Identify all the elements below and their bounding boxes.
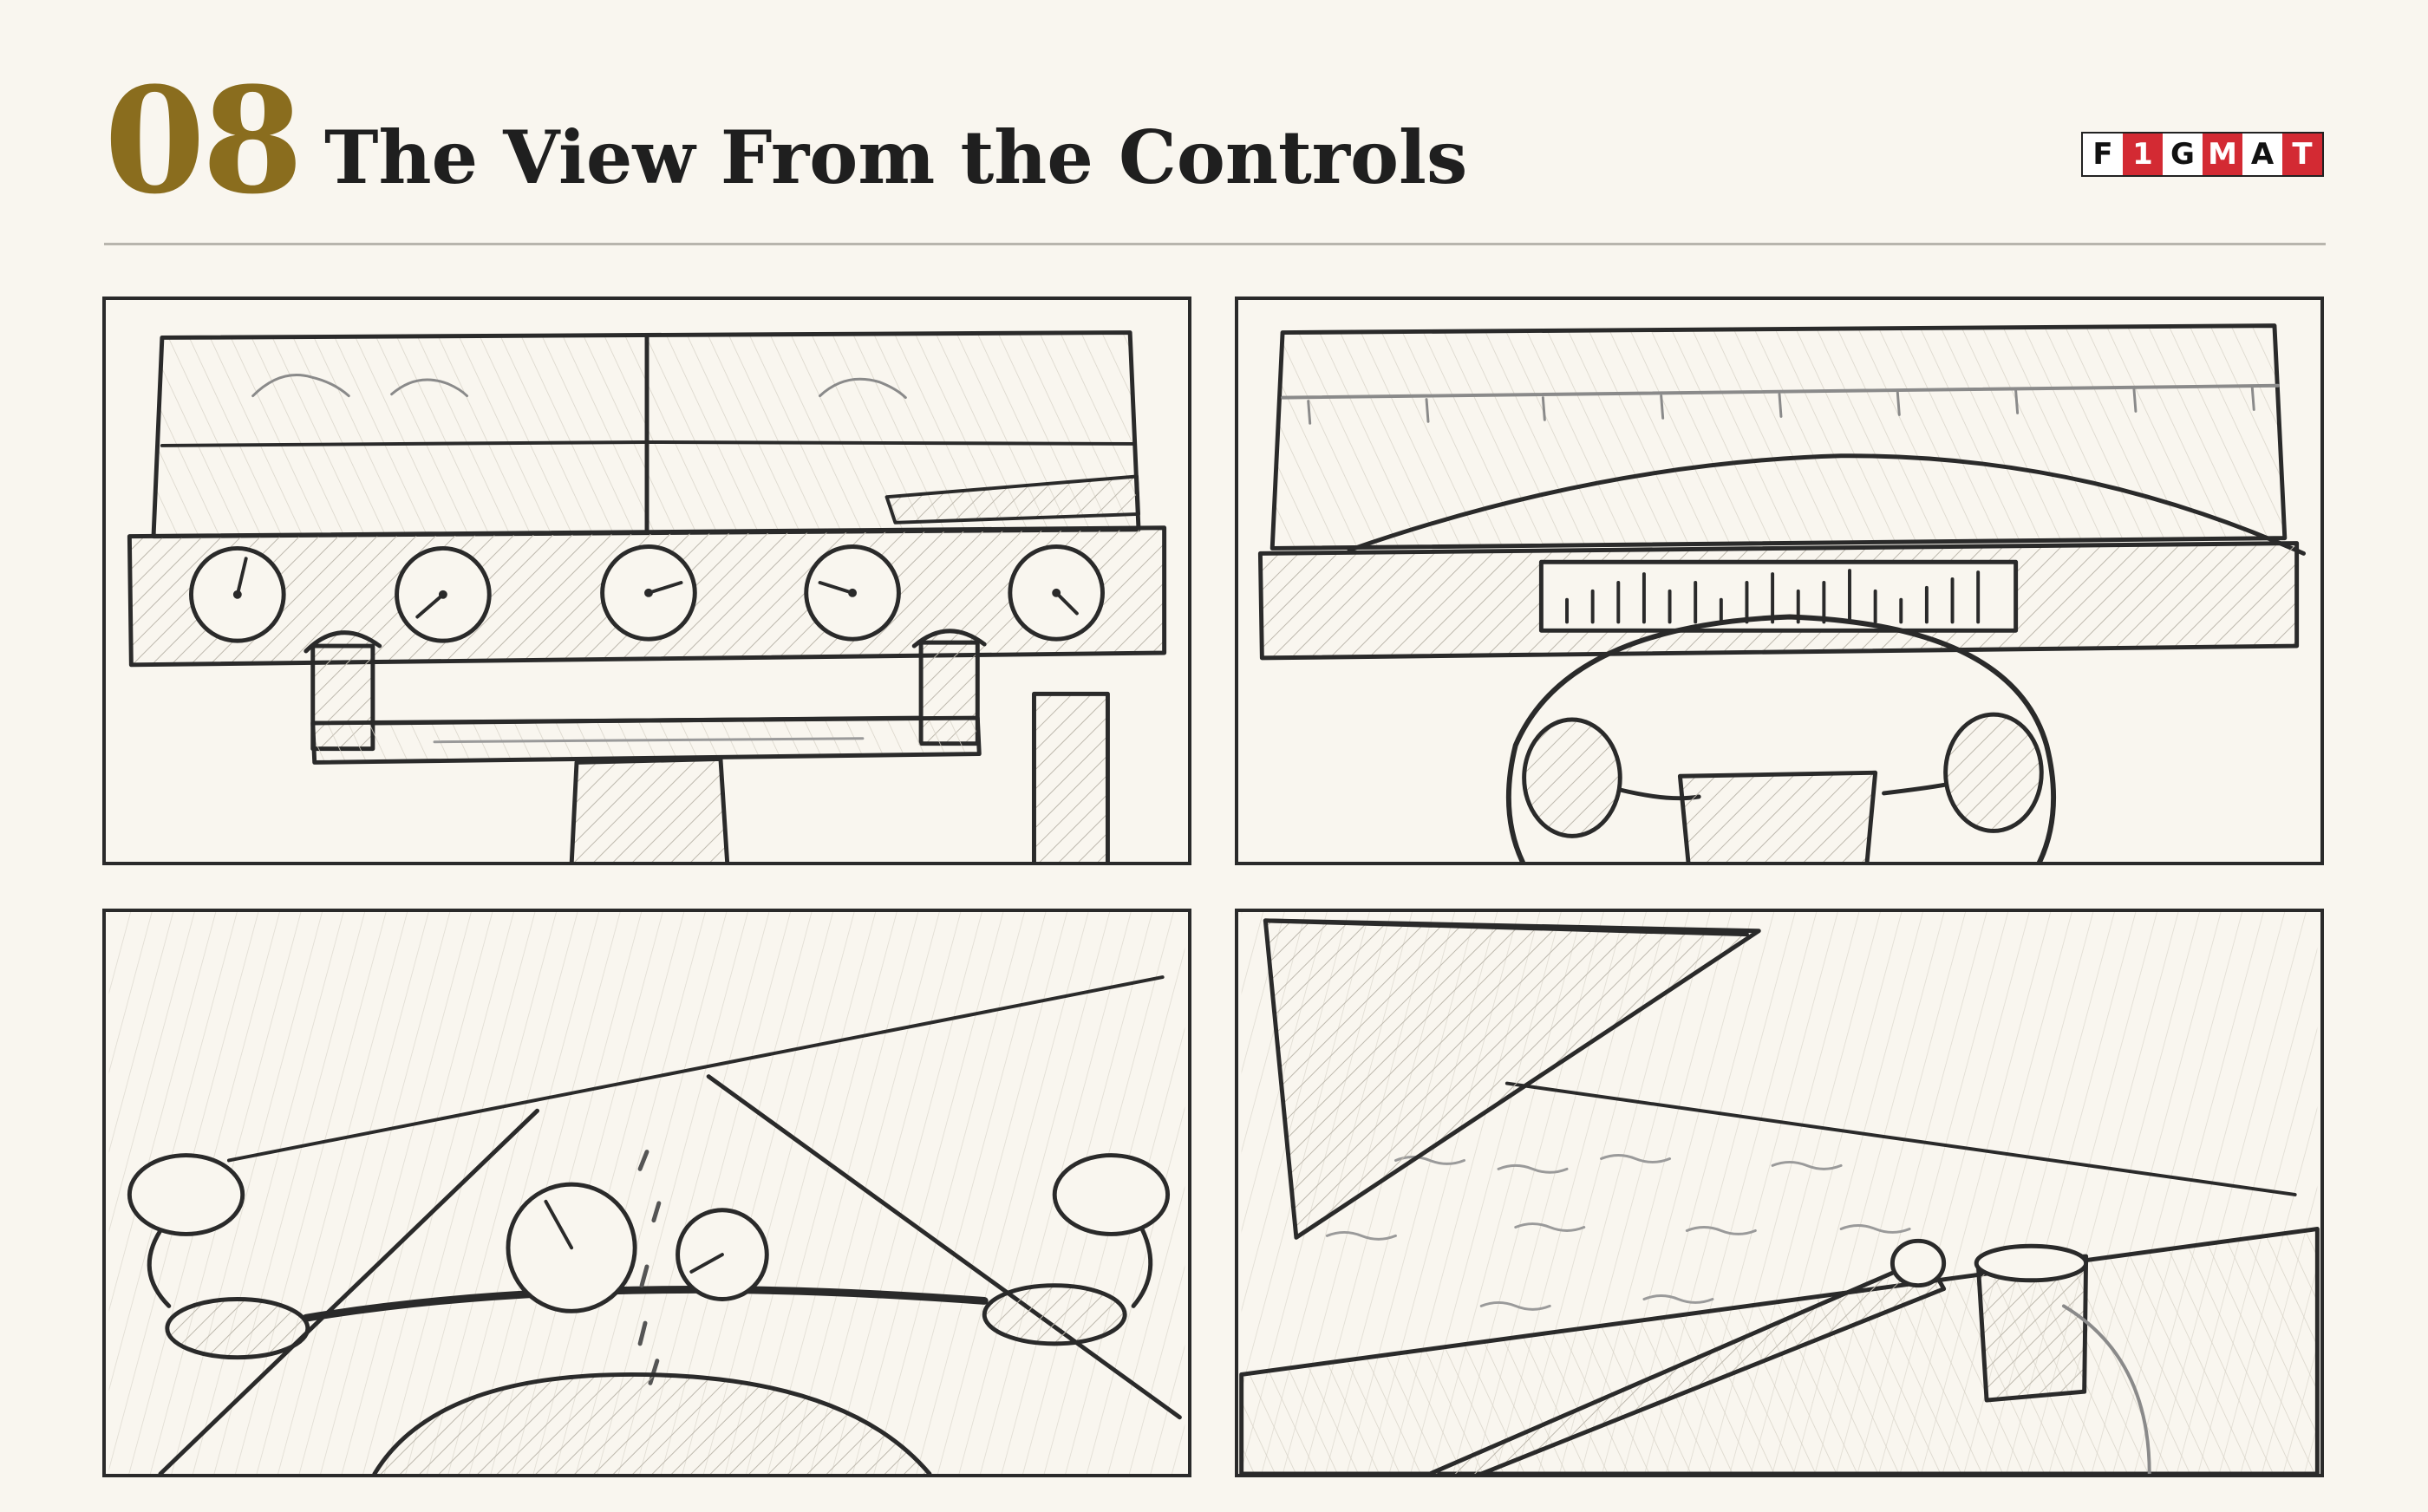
logo-letter: T [2282, 134, 2322, 175]
page-title: The View From the Controls [324, 114, 1468, 200]
storyboard-panel-1 [102, 297, 1191, 865]
storyboard-panel-3 [102, 909, 1191, 1477]
cockpit-wheel-sketch [108, 912, 1185, 1474]
storyboard-panel-2 [1235, 297, 2324, 865]
logo-letter: A [2242, 134, 2282, 175]
logo-letter: M [2203, 134, 2242, 175]
header-divider [104, 243, 2326, 245]
section-number: 08 [104, 55, 304, 226]
storyboard-panel-4 [1235, 909, 2324, 1477]
page-header: 08 The View From the Controls F 1 G M A … [104, 61, 2324, 217]
logo-letter: F [2083, 134, 2123, 175]
cockpit-dashboard-sketch [1257, 323, 2307, 862]
cockpit-windscreen-sketch [127, 330, 1167, 862]
cockpit-wing-sketch [1239, 912, 2320, 1474]
brand-logo: F 1 G M A T [2081, 132, 2324, 177]
logo-letter: 1 [2123, 134, 2163, 175]
logo-letter: G [2163, 134, 2203, 175]
